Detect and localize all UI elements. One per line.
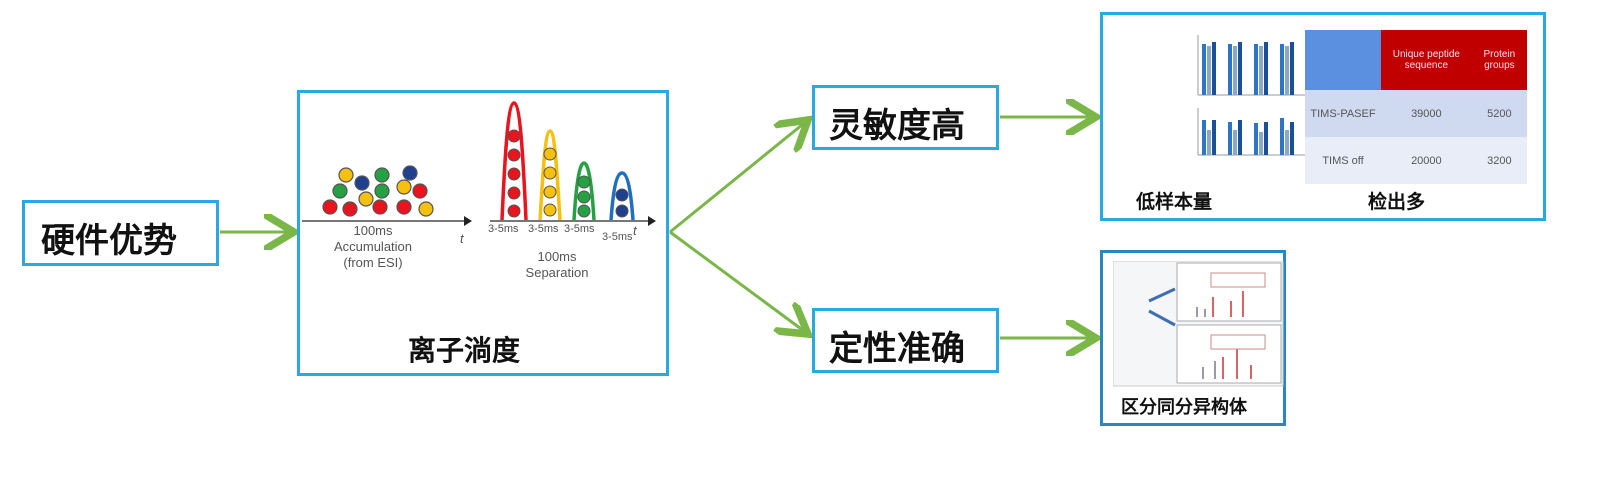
mini-bar-chart — [1197, 35, 1328, 156]
low-sample-label: 低样本量 — [1136, 191, 1213, 213]
table-cell: 3200 — [1487, 154, 1512, 167]
accum-time: 100ms — [353, 223, 393, 238]
table-row: TIMS-PASEF 39000 5200 — [1305, 90, 1527, 137]
qualitative-label: 定性准确 — [829, 329, 965, 369]
t-axis-label-1: t — [460, 231, 464, 246]
isomers-box: 区分同分异构体 — [1100, 250, 1286, 426]
results-box: Unique peptide sequence Protein groups T… — [1100, 12, 1546, 221]
ion-mobility-illustration — [302, 101, 656, 226]
table-row: TIMS off 20000 3200 — [1305, 137, 1527, 184]
t-axis-label-2: t — [633, 223, 637, 238]
more-detected-label: 检出多 — [1368, 191, 1426, 213]
isomers-label: 区分同分异构体 — [1121, 397, 1247, 418]
table-cell: 5200 — [1487, 107, 1512, 120]
hardware-label: 硬件优势 — [41, 221, 177, 261]
arrow-to-sensitivity — [669, 120, 808, 234]
table-cell: 39000 — [1411, 107, 1442, 120]
accum-label: Accumulation — [333, 239, 413, 254]
peak-width-4: 3-5ms — [602, 231, 633, 243]
table-header-row: Unique peptide sequence Protein groups — [1305, 30, 1527, 90]
arrow-to-qualitative — [669, 230, 808, 334]
mobility-peaks — [500, 101, 635, 221]
table-cell: 20000 — [1411, 154, 1442, 167]
peak-width-3: 3-5ms — [564, 223, 595, 235]
sensitivity-label: 灵敏度高 — [829, 106, 965, 146]
ion-mobility-box: 100ms Accumulation (from ESI) t 3-5ms 3-… — [297, 90, 669, 376]
table-cell: TIMS off — [1322, 154, 1364, 167]
peak-width-2: 3-5ms — [528, 223, 559, 235]
spectra-image — [1113, 261, 1284, 387]
peak-width-1: 3-5ms — [488, 223, 519, 235]
results-table: Unique peptide sequence Protein groups T… — [1305, 30, 1527, 184]
table-header: Unique peptide sequence — [1381, 30, 1472, 90]
accumulated-ions — [322, 165, 434, 217]
table-cell: TIMS-PASEF — [1310, 107, 1376, 120]
hardware-box: 硬件优势 — [22, 200, 219, 266]
sep-time: 100ms — [537, 249, 577, 264]
table-corner — [1305, 30, 1381, 90]
qualitative-box: 定性准确 — [812, 308, 999, 373]
table-header: Protein groups — [1471, 30, 1527, 90]
sensitivity-box: 灵敏度高 — [812, 85, 999, 150]
ion-mobility-label: 离子淌度 — [408, 334, 521, 367]
accum-source: (from ESI) — [343, 255, 403, 270]
sep-label: Separation — [525, 265, 589, 280]
